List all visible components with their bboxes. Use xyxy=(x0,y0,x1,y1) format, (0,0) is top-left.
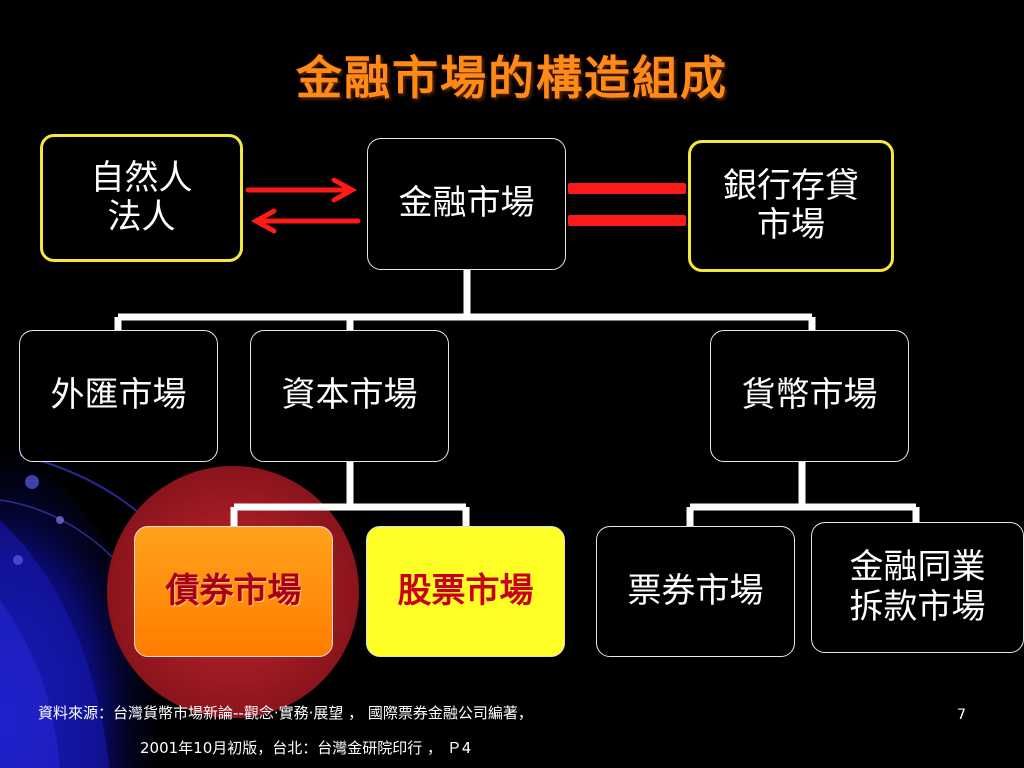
bills-market-node: 票券市場 xyxy=(596,526,795,657)
bond-market-label: 債券市場 xyxy=(165,570,302,611)
tree-connectors xyxy=(114,270,920,527)
blue-swirl xyxy=(0,440,180,768)
bank-market-label-2: 市場 xyxy=(757,205,825,245)
financial-market-node: 金融市場 xyxy=(367,138,566,270)
forex-market-label: 外匯市場 xyxy=(50,375,187,416)
page-number: 7 xyxy=(957,707,966,723)
interbank-market-node: 金融同業 拆款市場 xyxy=(811,522,1024,653)
equals-sign xyxy=(568,183,686,226)
bills-market-label: 票券市場 xyxy=(627,570,764,611)
participants-label-1: 自然人 xyxy=(90,157,193,198)
stock-market-label: 股票市場 xyxy=(397,570,534,611)
participants-label-2: 法人 xyxy=(107,197,176,237)
interbank-market-label-1: 金融同業 xyxy=(849,547,986,588)
interbank-market-label-2: 拆款市場 xyxy=(849,586,986,627)
capital-market-node: 資本市場 xyxy=(250,330,449,462)
source-line-2: 2001年10月初版，台北：台灣金研院印行 ， Ｐ4 xyxy=(140,739,472,757)
stock-market-node: 股票市場 xyxy=(366,526,565,657)
slide-title: 金融市場的構造組成 xyxy=(296,51,728,105)
financial-market-label: 金融市場 xyxy=(398,183,535,224)
bank-market-node: 銀行存貸 市場 xyxy=(688,140,894,272)
source-line-1: 資料來源：台灣貨幣市場新論--觀念‧實務‧展望 ， 國際票券金融公司編著， xyxy=(38,704,533,722)
capital-market-label: 資本市場 xyxy=(281,375,418,416)
participants-node: 自然人 法人 xyxy=(40,134,243,262)
bond-market-node: 債券市場 xyxy=(134,526,333,657)
forex-market-node: 外匯市場 xyxy=(19,330,218,462)
money-market-label: 貨幣市場 xyxy=(741,375,878,416)
money-market-node: 貨幣市場 xyxy=(710,330,909,462)
bank-market-label-1: 銀行存貸 xyxy=(723,165,859,206)
arrows xyxy=(245,177,361,234)
